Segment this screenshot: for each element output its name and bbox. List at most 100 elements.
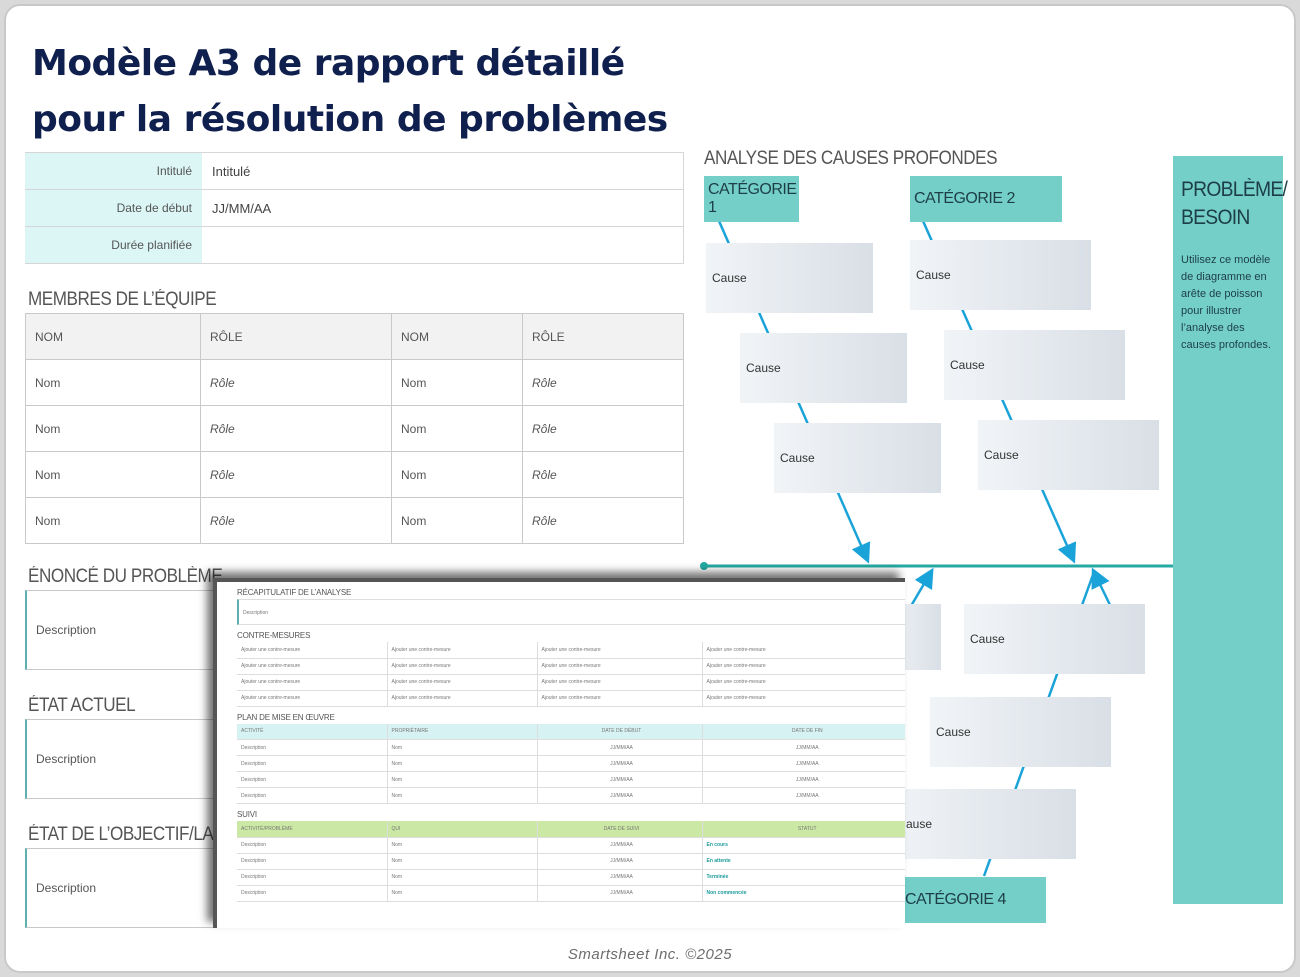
table-header: ACTIVITÉ/PROBLÈME [237, 821, 388, 838]
team-name[interactable]: Nom [25, 497, 201, 544]
countermeasure-cell[interactable]: Ajouter une contre-mesure [387, 690, 538, 707]
status-cell[interactable]: En attente [702, 853, 905, 870]
info-value[interactable] [202, 226, 684, 264]
countermeasure-cell[interactable]: Ajouter une contre-mesure [702, 658, 905, 675]
table-cell[interactable]: Nom [387, 771, 538, 788]
table-cell[interactable]: JJ/MM/AA [537, 739, 703, 756]
summary-box[interactable]: Description [237, 599, 905, 625]
countermeasure-cell[interactable]: Ajouter une contre-mesure [387, 642, 538, 659]
table-cell[interactable]: Nom [387, 739, 538, 756]
status-cell[interactable]: Non commencée [702, 885, 905, 902]
countermeasure-cell[interactable]: Ajouter une contre-mesure [237, 658, 388, 675]
team-role[interactable]: Rôle [200, 359, 392, 406]
table-cell[interactable]: Description [237, 771, 388, 788]
table-cell[interactable]: JJ/MM/AA [537, 885, 703, 902]
table-cell[interactable]: Description [237, 787, 388, 804]
info-label: Date de début [25, 189, 202, 227]
table-cell[interactable]: JJ/MM/AA [537, 755, 703, 772]
countermeasure-cell[interactable]: Ajouter une contre-mesure [387, 658, 538, 675]
cause-box[interactable]: Cause [964, 604, 1145, 674]
cause-box[interactable]: Cause [978, 420, 1159, 490]
countermeasure-cell[interactable]: Ajouter une contre-mesure [237, 642, 388, 659]
team-role[interactable]: Rôle [522, 359, 684, 406]
team-name[interactable]: Nom [25, 405, 201, 452]
footer-credit: Smartsheet Inc. ©2025 [567, 946, 733, 963]
info-value[interactable]: JJ/MM/AA [202, 189, 684, 227]
team-name[interactable]: Nom [391, 497, 523, 544]
countermeasure-cell[interactable]: Ajouter une contre-mesure [702, 674, 905, 691]
countermeasure-cell[interactable]: Ajouter une contre-mesure [387, 674, 538, 691]
title-line-2: pour la résolution de problèmes [32, 99, 668, 140]
countermeasure-cell[interactable]: Ajouter une contre-mesure [537, 690, 703, 707]
team-table: NOM RÔLE NOM RÔLE Nom Rôle Nom Rôle Nom … [25, 313, 684, 544]
countermeasure-cell[interactable]: Ajouter une contre-mesure [537, 658, 703, 675]
problem-statement-heading: ÉNONCÉ DU PROBLÈME [28, 566, 223, 587]
countermeasures-heading: CONTRE-MESURES [237, 631, 311, 640]
cause-box[interactable]: Cause [944, 330, 1125, 400]
category-1[interactable]: CATÉGORIE 1 [704, 176, 799, 222]
table-cell[interactable]: Nom [387, 853, 538, 870]
team-role[interactable]: Rôle [522, 497, 684, 544]
countermeasure-cell[interactable]: Ajouter une contre-mesure [237, 674, 388, 691]
table-cell[interactable]: Nom [387, 869, 538, 886]
table-cell[interactable]: Description [237, 739, 388, 756]
table-cell[interactable]: Description [237, 837, 388, 854]
countermeasure-cell[interactable]: Ajouter une contre-mesure [537, 642, 703, 659]
table-cell[interactable]: JJ/MM/AA [537, 787, 703, 804]
table-cell[interactable]: JJ/MM/AA [702, 739, 905, 756]
table-cell[interactable]: Description [237, 885, 388, 902]
spine-start [700, 562, 708, 570]
info-row: Date de début JJ/MM/AA [25, 189, 684, 227]
table-cell[interactable]: Nom [387, 885, 538, 902]
table-cell[interactable]: Description [237, 755, 388, 772]
team-role[interactable]: Rôle [200, 451, 392, 498]
table-cell[interactable]: JJ/MM/AA [537, 869, 703, 886]
table-cell[interactable]: JJ/MM/AA [537, 853, 703, 870]
team-role[interactable]: Rôle [200, 497, 392, 544]
cause-box[interactable]: Cause [740, 333, 907, 403]
table-cell[interactable]: Description [237, 869, 388, 886]
table-cell[interactable]: Nom [387, 837, 538, 854]
cause-box[interactable]: Cause [774, 423, 941, 493]
info-value[interactable]: Intitulé [202, 152, 684, 190]
table-cell[interactable]: Description [237, 853, 388, 870]
cause-box[interactable]: Cause [706, 243, 873, 313]
table-cell[interactable]: JJ/MM/AA [702, 771, 905, 788]
category-4[interactable]: CATÉGORIE 4 [901, 877, 1046, 923]
status-cell[interactable]: En cours [702, 837, 905, 854]
status-cell[interactable]: Terminée [702, 869, 905, 886]
countermeasure-cell[interactable]: Ajouter une contre-mesure [702, 690, 905, 707]
team-role[interactable]: Rôle [522, 405, 684, 452]
info-label: Intitulé [25, 152, 202, 190]
table-header: PROPRIÉTAIRE [387, 723, 538, 740]
cause-box[interactable]: Cause [910, 240, 1091, 310]
table-row: Nom Rôle Nom Rôle [25, 497, 684, 544]
table-cell[interactable]: JJ/MM/AA [702, 787, 905, 804]
countermeasure-cell[interactable]: Ajouter une contre-mesure [537, 674, 703, 691]
title-line-1: Modèle A3 de rapport détaillé [32, 43, 625, 84]
cause-box[interactable]: Cause [930, 697, 1111, 767]
table-cell[interactable]: JJ/MM/AA [537, 837, 703, 854]
info-row: Intitulé Intitulé [25, 152, 684, 190]
cause-box[interactable]: ause [886, 789, 1076, 859]
table-header: DATE DE DÉBUT [537, 723, 703, 740]
category-2[interactable]: CATÉGORIE 2 [910, 176, 1062, 222]
problem-heading: PROBLÈME/ BESOIN [1181, 176, 1288, 232]
table-cell[interactable]: Nom [387, 755, 538, 772]
countermeasure-cell[interactable]: Ajouter une contre-mesure [237, 690, 388, 707]
table-cell[interactable]: JJ/MM/AA [537, 771, 703, 788]
table-cell[interactable]: JJ/MM/AA [702, 755, 905, 772]
table-cell[interactable]: Nom [387, 787, 538, 804]
countermeasure-cell[interactable]: Ajouter une contre-mesure [702, 642, 905, 659]
